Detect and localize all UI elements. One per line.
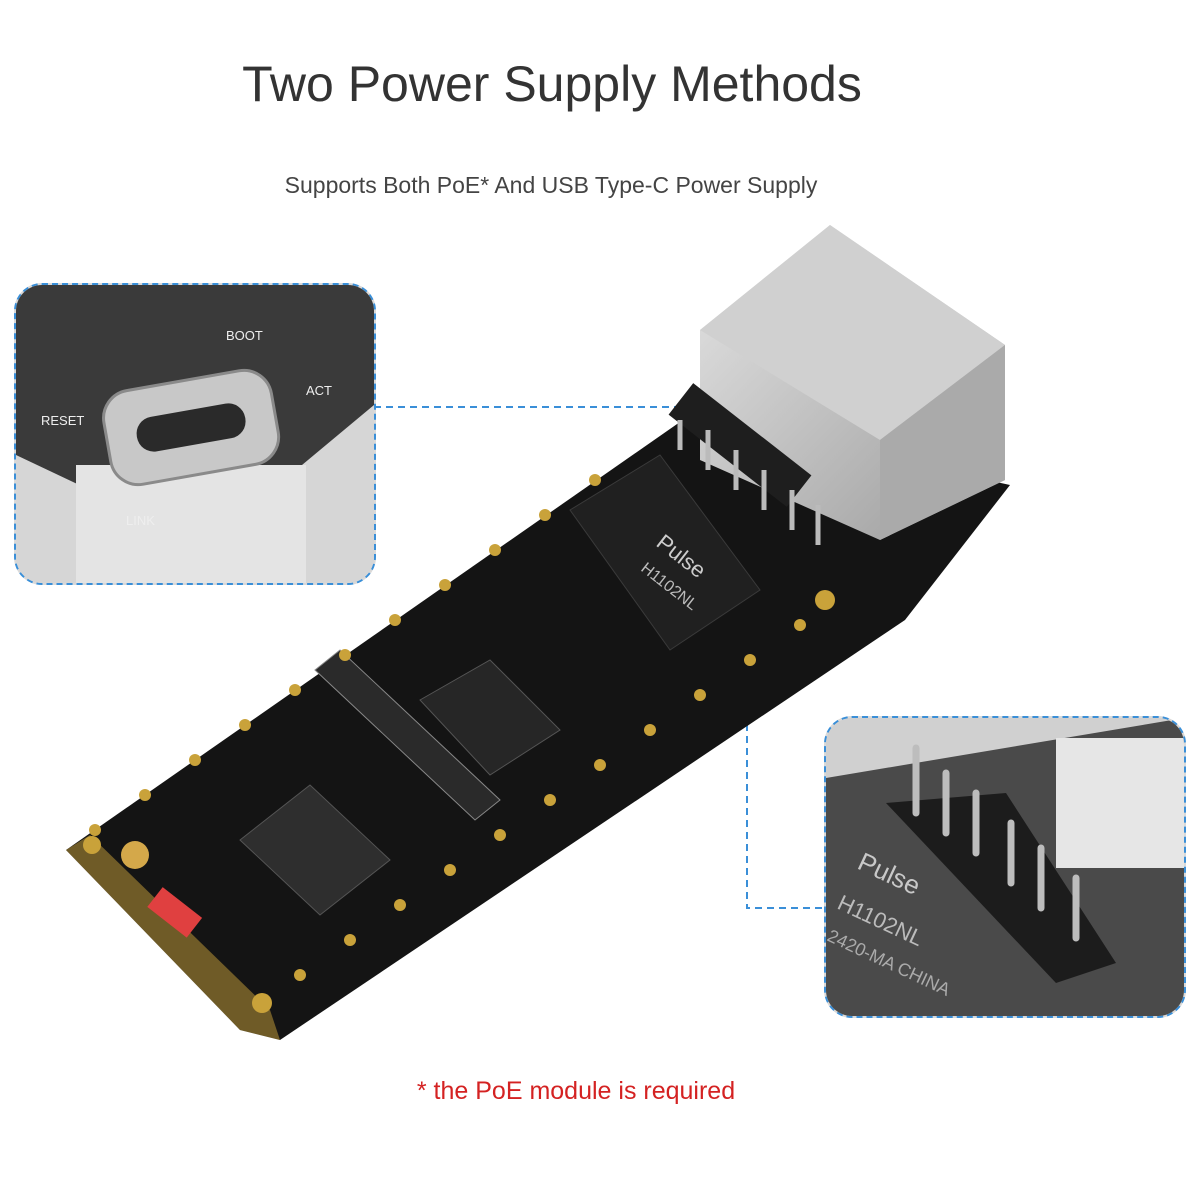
usb-reset-label: RESET <box>41 413 84 428</box>
page-subtitle: Supports Both PoE* And USB Type-C Power … <box>284 172 818 198</box>
poe-header-callout: Pulse H1102NL 2420-MA CHINA <box>824 716 1186 1018</box>
usb-boot-label: BOOT <box>226 328 263 343</box>
usb-act-label: ACT <box>306 383 332 398</box>
poe-footnote: * the PoE module is required <box>416 1077 736 1105</box>
page-title: Two Power Supply Methods <box>242 56 862 112</box>
usb-link-label: LINK <box>126 513 155 528</box>
usb-type-c-callout: BOOT RESET LINK ACT <box>14 283 376 585</box>
